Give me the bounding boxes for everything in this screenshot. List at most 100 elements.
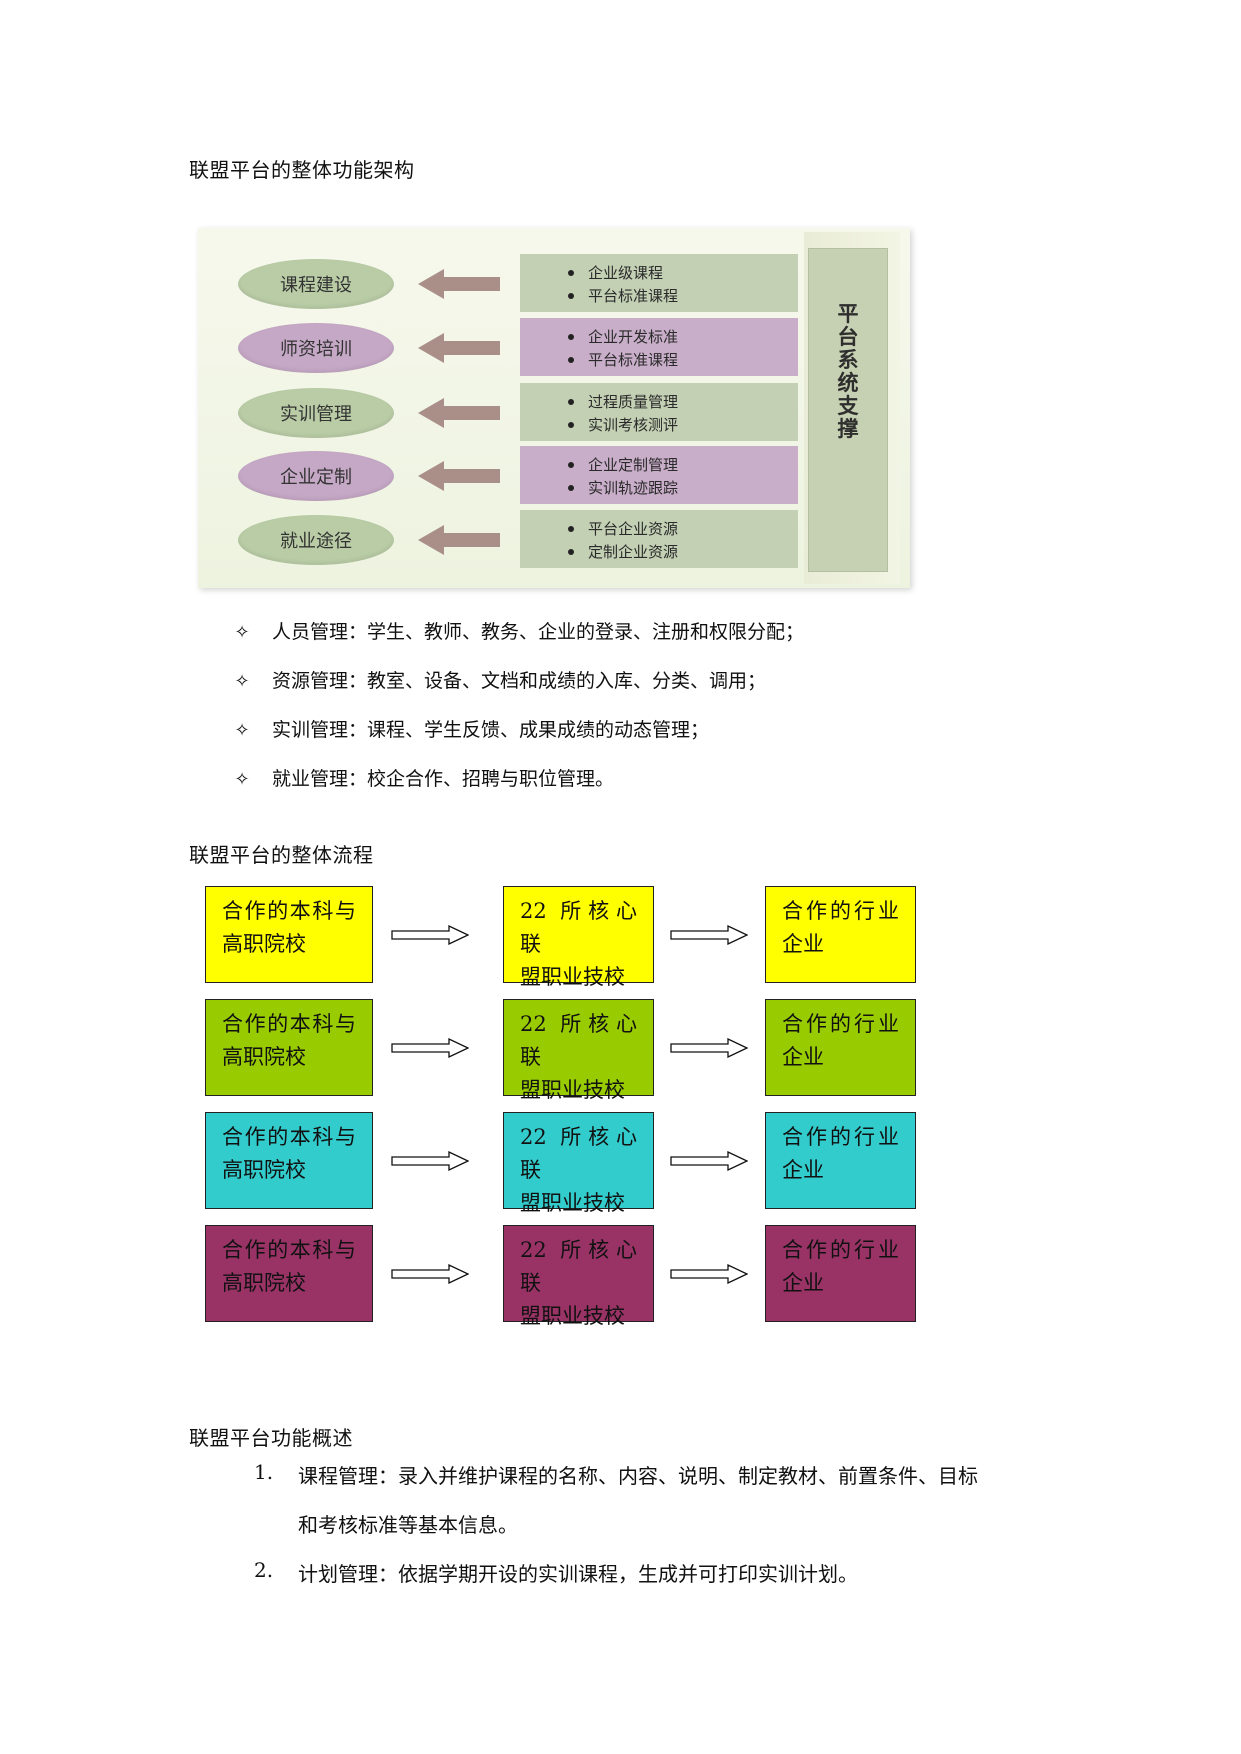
feature-item: 企业级课程	[588, 264, 664, 282]
flow-box: 22 所核心联盟职业技校	[503, 999, 654, 1102]
feature-item: 过程质量管理	[588, 393, 679, 411]
overview-item-line: 计划管理：依据学期开设的实训课程，生成并可打印实训计划。	[298, 1562, 858, 1586]
feature-item: 企业定制管理	[588, 456, 679, 474]
right-arrow-icon	[670, 925, 748, 945]
feature-item: 企业开发标准	[588, 328, 679, 346]
flow-box-line: 22 所核心联	[520, 1012, 637, 1069]
flow-box: 合作的行业企业	[765, 999, 916, 1096]
bullet-dot-icon	[568, 333, 574, 340]
diamond-star-icon: ✧	[234, 671, 250, 692]
flow-box-line: 合作的本科与	[222, 1012, 356, 1036]
module-oval: 实训管理	[238, 388, 394, 438]
bullet-dot-icon	[568, 356, 574, 363]
flow-box-line: 盟职业技校	[520, 1191, 625, 1215]
feature-item: 实训轨迹跟踪	[588, 479, 679, 497]
flow-box-line: 合作的行业	[782, 899, 899, 923]
bullet-dot-icon	[568, 269, 574, 276]
flow-box-line: 22 所核心联	[520, 1125, 637, 1182]
flow-box: 合作的行业企业	[765, 886, 916, 983]
flow-box-line: 企业	[782, 1158, 824, 1182]
overview-item-number: 2.	[254, 1558, 274, 1582]
flow-box: 22 所核心联盟职业技校	[503, 886, 654, 989]
left-arrow-icon	[418, 398, 500, 428]
overview-item-line: 课程管理：录入并维护课程的名称、内容、说明、制定教材、前置条件、目标	[298, 1464, 978, 1488]
list-item: ✧ 人员管理：学生、教师、教务、企业的登录、注册和权限分配；	[232, 617, 804, 644]
module-feature-panel: 企业定制管理 实训轨迹跟踪	[520, 446, 798, 504]
heading-overview: 联盟平台功能概述	[189, 1426, 353, 1450]
feature-item: 平台标准课程	[588, 287, 679, 305]
bullet-dot-icon	[568, 525, 574, 532]
module-oval: 师资培训	[238, 323, 394, 373]
bullet-dot-icon	[568, 292, 574, 299]
flow-box-line: 合作的行业	[782, 1238, 899, 1262]
list-item: ✧ 就业管理：校企合作、招聘与职位管理。	[232, 764, 614, 791]
diamond-star-icon: ✧	[234, 769, 250, 790]
feature-item: 平台企业资源	[588, 520, 679, 538]
right-arrow-icon	[670, 1264, 748, 1284]
flow-box: 合作的本科与高职院校	[205, 1225, 373, 1322]
module-feature-panel: 企业开发标准 平台标准课程	[520, 318, 798, 376]
list-item: ✧ 资源管理：教室、设备、文档和成绩的入库、分类、调用；	[232, 666, 766, 693]
right-arrow-icon	[391, 925, 469, 945]
flow-box: 合作的行业企业	[765, 1225, 916, 1322]
flow-box-line: 合作的行业	[782, 1125, 899, 1149]
bullet-dot-icon	[568, 548, 574, 555]
heading-flow: 联盟平台的整体流程	[189, 843, 374, 867]
diamond-star-icon: ✧	[234, 720, 250, 741]
overview-item-line: 和考核标准等基本信息。	[298, 1513, 518, 1537]
flow-box-line: 盟职业技校	[520, 1304, 625, 1328]
flow-box: 22 所核心联盟职业技校	[503, 1112, 654, 1215]
platform-support-bar: 平台系统支撑	[808, 248, 888, 572]
flow-box-line: 22 所核心联	[520, 1238, 637, 1295]
bullet-text: 实训管理：课程、学生反馈、成果成绩的动态管理；	[272, 719, 710, 741]
module-feature-panel: 平台企业资源 定制企业资源	[520, 510, 798, 568]
right-arrow-icon	[670, 1151, 748, 1171]
right-arrow-icon	[670, 1038, 748, 1058]
flow-box-line: 高职院校	[222, 932, 306, 956]
module-feature-panel: 过程质量管理 实训考核测评	[520, 383, 798, 441]
bullet-dot-icon	[568, 484, 574, 491]
feature-item: 定制企业资源	[588, 543, 679, 561]
flow-box-line: 合作的行业	[782, 1012, 899, 1036]
feature-item: 实训考核测评	[588, 416, 679, 434]
flow-box: 22 所核心联盟职业技校	[503, 1225, 654, 1328]
module-feature-panel: 企业级课程 平台标准课程	[520, 254, 798, 312]
bullet-dot-icon	[568, 421, 574, 428]
flow-box-line: 企业	[782, 1045, 824, 1069]
module-oval: 课程建设	[238, 259, 394, 309]
diamond-star-icon: ✧	[234, 622, 250, 643]
right-arrow-icon	[391, 1038, 469, 1058]
bullet-dot-icon	[568, 461, 574, 468]
left-arrow-icon	[418, 269, 500, 299]
feature-item: 平台标准课程	[588, 351, 679, 369]
flow-box-line: 企业	[782, 1271, 824, 1295]
flow-box-line: 合作的本科与	[222, 1238, 356, 1262]
left-arrow-icon	[418, 333, 500, 363]
right-arrow-icon	[391, 1151, 469, 1171]
list-item: ✧ 实训管理：课程、学生反馈、成果成绩的动态管理；	[232, 715, 709, 742]
left-arrow-icon	[418, 525, 500, 555]
module-oval: 企业定制	[238, 451, 394, 501]
flow-box: 合作的本科与高职院校	[205, 886, 373, 983]
left-arrow-icon	[418, 461, 500, 491]
bullet-text: 就业管理：校企合作、招聘与职位管理。	[272, 768, 615, 790]
flow-box: 合作的本科与高职院校	[205, 1112, 373, 1209]
flow-box: 合作的行业企业	[765, 1112, 916, 1209]
bullet-dot-icon	[568, 398, 574, 405]
flow-box-line: 高职院校	[222, 1158, 306, 1182]
flow-box-line: 盟职业技校	[520, 965, 625, 989]
flow-box-line: 高职院校	[222, 1271, 306, 1295]
flow-box-line: 合作的本科与	[222, 1125, 356, 1149]
flow-box-line: 企业	[782, 932, 824, 956]
bullet-text: 资源管理：教室、设备、文档和成绩的入库、分类、调用；	[272, 670, 767, 692]
module-oval: 就业途径	[238, 515, 394, 565]
flow-box-line: 22 所核心联	[520, 899, 637, 956]
flow-box-line: 高职院校	[222, 1045, 306, 1069]
flow-box-line: 合作的本科与	[222, 899, 356, 923]
overview-item-number: 1.	[254, 1460, 274, 1484]
right-arrow-icon	[391, 1264, 469, 1284]
flow-box-line: 盟职业技校	[520, 1078, 625, 1102]
bullet-text: 人员管理：学生、教师、教务、企业的登录、注册和权限分配；	[272, 621, 805, 643]
flow-box: 合作的本科与高职院校	[205, 999, 373, 1096]
platform-support-label: 平台系统支撑	[837, 302, 859, 441]
